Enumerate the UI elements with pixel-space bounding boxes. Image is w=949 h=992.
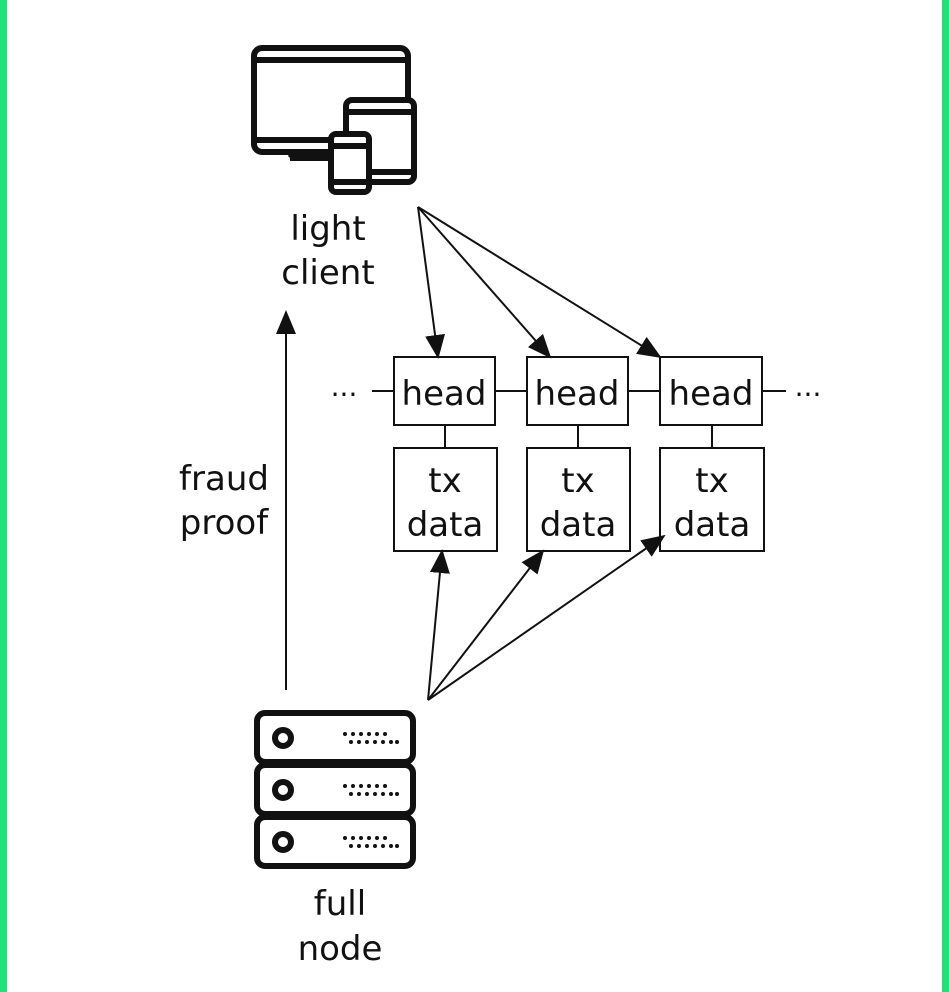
block-tx-label: tx [695,461,728,501]
full-node-label-line1: full [314,884,366,924]
chain-links [372,390,786,448]
chain-ellipsis-left: ··· [331,378,358,411]
block-head [659,356,763,426]
full-node-to-data-arrows [427,534,666,701]
fraud-proof-label-line2: proof [180,503,269,543]
block-head [393,356,496,426]
arrow-to-head-3 [417,206,662,359]
block-data-label: data [407,505,484,545]
light-client-label-line2: client [281,253,374,293]
block-tx-data [526,447,631,552]
block-1: head tx data [393,356,498,552]
block-tx-data [659,447,765,552]
arrow-to-head-1 [417,206,446,359]
block-tx-data [393,447,498,552]
server-vent-dots [343,732,399,848]
block-head-label: head [535,374,620,414]
arrow-to-data-2 [427,549,545,701]
block-data-label: data [540,505,617,545]
block-head [526,356,629,426]
devices-icon [251,45,417,195]
chain-ellipsis-right: ··· [795,378,822,411]
block-tx-label: tx [428,461,461,501]
block-3: head tx data [659,356,765,552]
arrow-to-head-2 [417,206,552,359]
arrow-to-data-3 [427,534,666,701]
full-node-label-line2: node [298,929,383,969]
block-data-label: data [674,505,751,545]
light-client-to-head-arrows [417,206,662,359]
block-2: head tx data [526,356,631,552]
block-head-label: head [669,374,754,414]
block-head-label: head [402,374,487,414]
server-icon [254,710,416,869]
light-client-label-line1: light [290,209,365,249]
block-tx-label: tx [561,461,594,501]
fraud-proof-label-line1: fraud [179,459,269,499]
arrow-to-data-1 [427,549,450,701]
